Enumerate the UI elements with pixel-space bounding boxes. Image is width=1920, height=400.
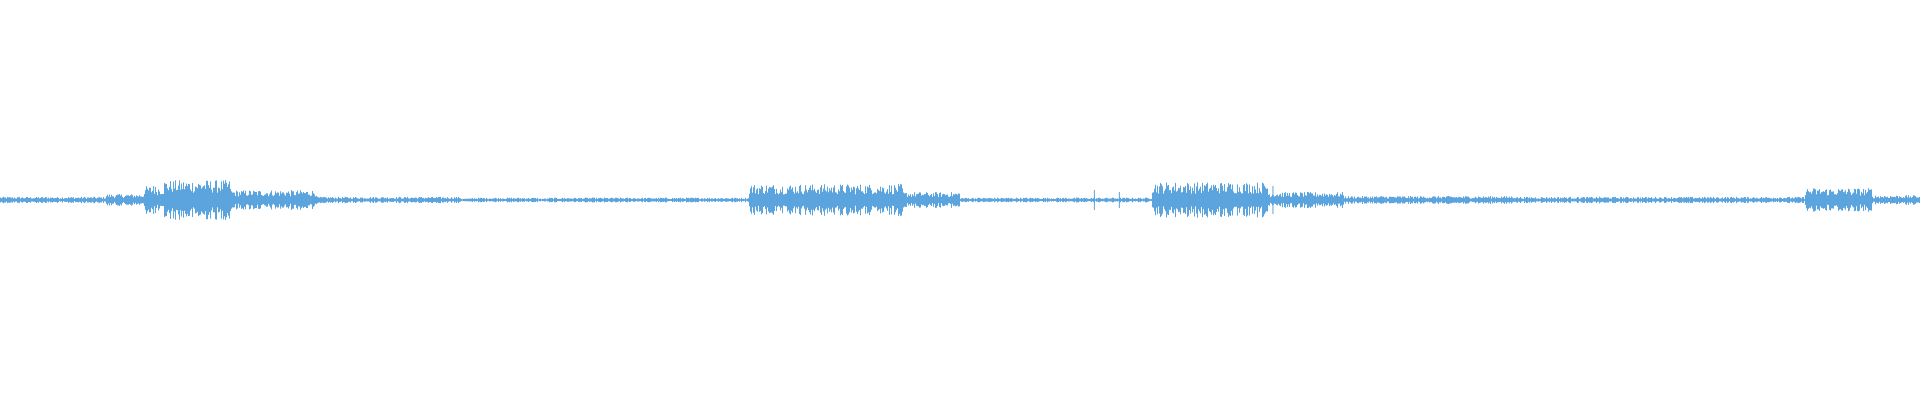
waveform-bars [0, 180, 1920, 220]
waveform-samples [0, 180, 1920, 220]
